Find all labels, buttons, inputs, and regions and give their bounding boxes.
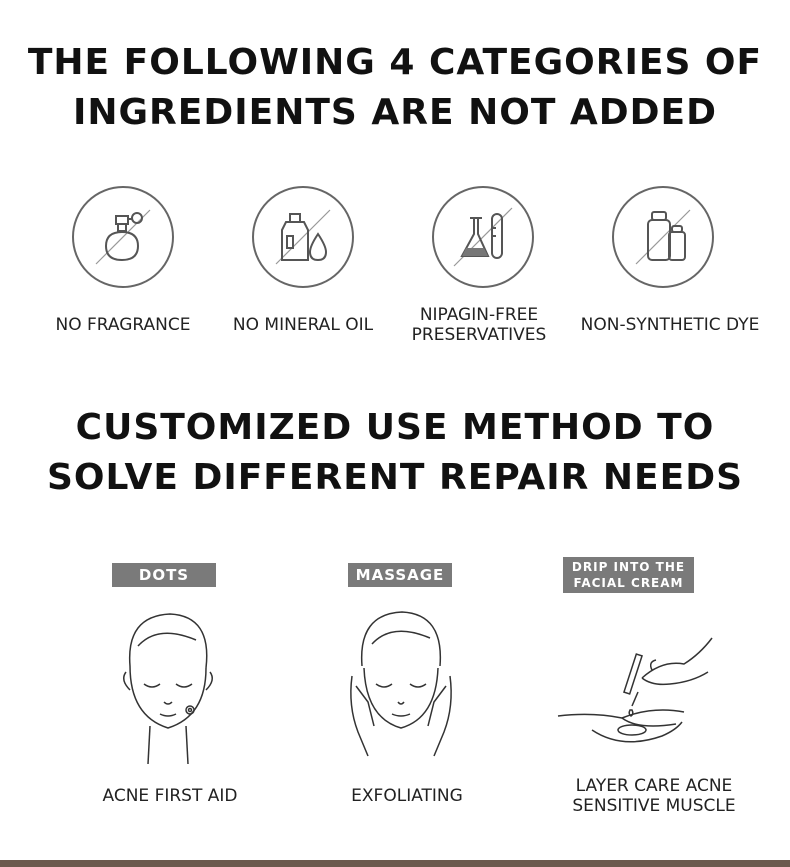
oil-bottle-drop-icon (252, 186, 354, 288)
section2-title-line1: CUSTOMIZED USE METHOD TO (75, 407, 715, 448)
caption-no-fragrance: NO FRAGRANCE (55, 315, 191, 335)
dye-bottles-icon (612, 186, 714, 288)
section2-title-line2: SOLVE DIFFERENT REPAIR NEEDS (46, 457, 744, 498)
bottom-bar (0, 860, 790, 867)
badge-dots-text: DOTS (138, 566, 190, 584)
badge-drip-line1: DRIP INTO THE (571, 560, 686, 574)
caption-exfoliating: EXFOLIATING (351, 786, 463, 806)
caption-layer-care: LAYER CARE ACNE SENSITIVE MUSCLE (558, 776, 750, 816)
section1-title-line2: INGREDIENTS ARE NOT ADDED (72, 92, 718, 133)
caption-nipagin-free: NIPAGIN-FREE PRESERVATIVES (406, 305, 552, 345)
hands-dropper-illustration (552, 626, 722, 762)
perfume-bottle-icon (72, 186, 174, 288)
face-massage-illustration (346, 606, 456, 766)
caption-non-synthetic-dye: NON-SYNTHETIC DYE (580, 315, 760, 335)
caption-nipagin-line2: PRESERVATIVES (411, 325, 547, 345)
caption-layer-care-line2: SENSITIVE MUSCLE (572, 796, 736, 816)
section1-title: THE FOLLOWING 4 CATEGORIES OF INGREDIENT… (0, 38, 790, 138)
badge-drip-into-cream: DRIP INTO THE FACIAL CREAM (563, 557, 694, 593)
badge-dots: DOTS (112, 563, 216, 587)
badge-drip-line2: FACIAL CREAM (573, 576, 684, 590)
caption-nipagin-line1: NIPAGIN-FREE (419, 305, 539, 325)
caption-no-mineral-oil: NO MINERAL OIL (232, 315, 374, 335)
badge-massage: MASSAGE (348, 563, 452, 587)
caption-acne-first-aid: ACNE FIRST AID (102, 786, 238, 806)
badge-massage-text: MASSAGE (355, 566, 445, 584)
caption-layer-care-line1: LAYER CARE ACNE (575, 776, 733, 796)
lab-flask-icon (432, 186, 534, 288)
section1-title-line1: THE FOLLOWING 4 CATEGORIES OF (27, 42, 763, 83)
section2-title: CUSTOMIZED USE METHOD TO SOLVE DIFFERENT… (0, 403, 790, 503)
face-dots-illustration (108, 606, 228, 766)
